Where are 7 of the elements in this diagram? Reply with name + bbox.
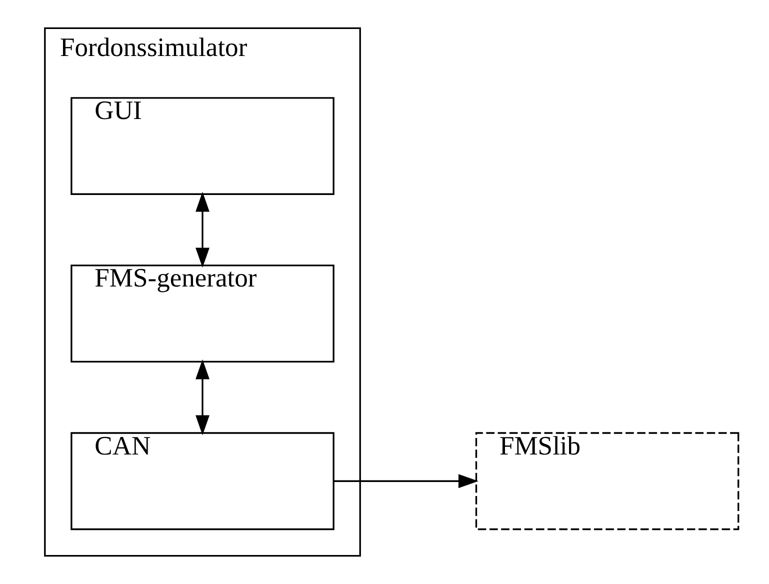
arrow [195,192,209,268]
node-box: FMS-generator [70,264,334,362]
arrow [195,359,209,436]
node-box: FMSlib [474,432,739,530]
node-box: CAN [70,432,334,530]
arrow [333,474,478,488]
node-box: GUI [70,97,334,195]
